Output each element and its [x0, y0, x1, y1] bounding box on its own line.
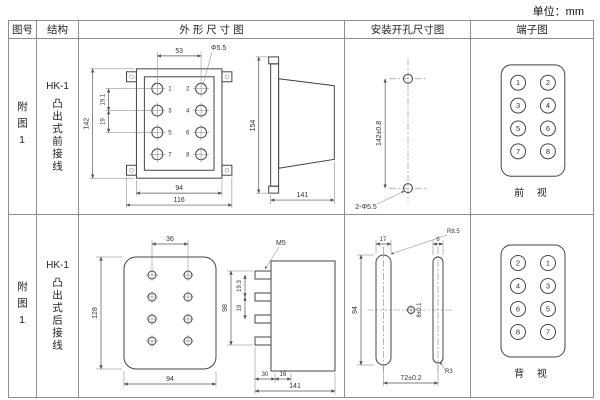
screw-number: 4 [186, 109, 190, 115]
col-header-install: 安装开孔尺寸图 [345, 21, 471, 39]
col-header-fig-no-label: 图号 [12, 24, 33, 36]
terminal-number: 2 [546, 78, 550, 87]
dim-height: 142 [83, 118, 90, 130]
dim-radius-left: R8.5 [447, 229, 460, 235]
screw-number: 3 [168, 109, 172, 115]
side-view: M5 98 19.3 19 30 16 [222, 240, 335, 394]
rear-view: 36 128 94 [92, 236, 216, 387]
col-header-outline: 外 形 尺 寸 图 [79, 21, 345, 39]
terminal-number: 3 [516, 101, 520, 110]
row1-outline-cell: 1 2 3 4 5 6 7 8 53 Φ5.5 142 [79, 39, 345, 215]
spec-table: 图号 结构 外 形 尺 寸 图 安装开孔尺寸图 端子图 附图1 HK-1 凸出式… [8, 20, 594, 398]
col-header-terminal-label: 端子图 [516, 24, 548, 36]
dim-stud-span: 98 [222, 304, 229, 312]
dim-depth: 141 [296, 192, 308, 199]
screw-number: 5 [168, 130, 172, 136]
row2-fig-no: 附图1 [16, 280, 28, 332]
screw-number: 1 [168, 87, 172, 93]
dim-hole-spec: 2-Φ5.5 [355, 204, 377, 211]
row2-model: HK-1 [46, 260, 69, 271]
front-view-dimensions: 53 Φ5.5 142 19.1 19 94 116 [83, 45, 232, 209]
terminal-diagram-front-view: 1 2 3 4 5 6 7 8 前 视 [500, 64, 566, 199]
terminal-number: 7 [546, 328, 550, 337]
row1-model: HK-1 [46, 80, 69, 92]
dim-pitch1: 19.1 [100, 93, 106, 105]
terminal-number: 4 [516, 282, 520, 291]
row2-terminal-cell: 2 1 4 3 6 5 8 7 背 视 [471, 215, 593, 397]
dim-inner-width: 94 [175, 185, 183, 192]
row1-terminal-cell: 1 2 3 4 5 6 7 8 前 视 [471, 39, 593, 215]
col-header-structure-label: 结构 [47, 24, 68, 36]
side-view: 154 141 [249, 56, 335, 205]
row1-fig-no-cell: 附图1 [9, 39, 37, 215]
terminal-number: 8 [546, 147, 550, 156]
outline-drawing-front-wiring: 1 2 3 4 5 6 7 8 53 Φ5.5 142 [83, 45, 335, 209]
dim-hole-distance: 72±0.2 [400, 375, 421, 382]
view-label-rear: 背 视 [514, 367, 552, 380]
col-header-outline-label: 外 形 尺 寸 图 [179, 24, 244, 36]
terminal-number: 3 [546, 282, 550, 291]
screw-number: 2 [186, 87, 190, 93]
dim-screw-dia: Φ5.5 [211, 45, 226, 52]
dim-slot-width-left: 17 [379, 237, 386, 243]
row1-fig-no: 附图1 [16, 101, 28, 152]
view-label-front: 前 视 [514, 186, 552, 199]
outline-drawing-rear-wiring: 36 128 94 M5 [92, 236, 335, 394]
row2-structure-cell: HK-1 凸出式后接线 [37, 215, 79, 397]
install-drawing-rear-wiring: 17 6 R8.5 94 8±0.1 72±0.2 R3 [352, 229, 460, 386]
dim-pitch2: 19 [237, 304, 243, 311]
terminal-number: 5 [546, 305, 550, 314]
dim-slot-height: 94 [352, 306, 359, 314]
col-header-install-label: 安装开孔尺寸图 [370, 24, 445, 36]
terminal-number: 6 [516, 305, 520, 314]
terminal-number: 7 [516, 147, 520, 156]
dim-height: 128 [92, 307, 99, 319]
front-view: 1 2 3 4 5 6 7 8 [125, 68, 232, 179]
row2-structure-label: 凸出式后接线 [51, 277, 63, 352]
col-header-structure: 结构 [37, 21, 79, 39]
terminal-number: 1 [546, 259, 550, 268]
row2-outline-cell: 36 128 94 M5 [79, 215, 345, 397]
dim-pitch1: 19.3 [237, 280, 243, 292]
dim-thread: M5 [276, 240, 286, 247]
dim-side-height: 154 [249, 120, 256, 132]
dim-radius-right: R3 [445, 369, 453, 375]
terminal-number: 1 [516, 78, 520, 87]
dim-center-hole: 8±0.1 [417, 302, 423, 318]
col-header-fig-no: 图号 [9, 21, 37, 39]
terminal-number: 2 [516, 259, 520, 268]
dim-depth-total: 141 [289, 383, 301, 390]
terminal-diagram-rear-view: 2 1 4 3 6 5 8 7 背 视 [500, 244, 566, 380]
dim-bottom-width: 94 [166, 376, 174, 383]
screw-number: 7 [168, 152, 172, 158]
row1-structure-cell: HK-1 凸出式前接线 [37, 39, 79, 215]
screw-number: 6 [186, 130, 190, 136]
terminal-number: 6 [546, 124, 550, 133]
col-header-terminal: 端子图 [471, 21, 593, 39]
row1-install-cell: 142±0.8 2-Φ5.5 [345, 39, 471, 215]
row2-fig-no-cell: 附图1 [9, 215, 37, 397]
terminal-number: 5 [516, 124, 520, 133]
dim-top-width: 53 [175, 48, 183, 55]
row2-install-cell: 17 6 R8.5 94 8±0.1 72±0.2 R3 [345, 215, 471, 397]
row1-structure-label: 凸出式前接线 [51, 97, 63, 173]
screw-number: 8 [186, 152, 190, 158]
dim-hole-distance: 142±0.8 [376, 121, 383, 146]
dim-depth1: 30 [261, 372, 268, 378]
dim-top-width: 36 [166, 236, 174, 243]
dim-pitch2: 19 [100, 118, 106, 125]
terminal-number: 4 [546, 101, 550, 110]
unit-label: 单位：mm [532, 6, 584, 18]
install-drawing-front-wiring: 142±0.8 2-Φ5.5 [355, 58, 427, 211]
dim-outer-width: 116 [173, 197, 184, 204]
dim-slot-width-right: 6 [436, 237, 440, 243]
dim-depth2: 16 [279, 372, 286, 378]
terminal-number: 8 [516, 328, 520, 337]
